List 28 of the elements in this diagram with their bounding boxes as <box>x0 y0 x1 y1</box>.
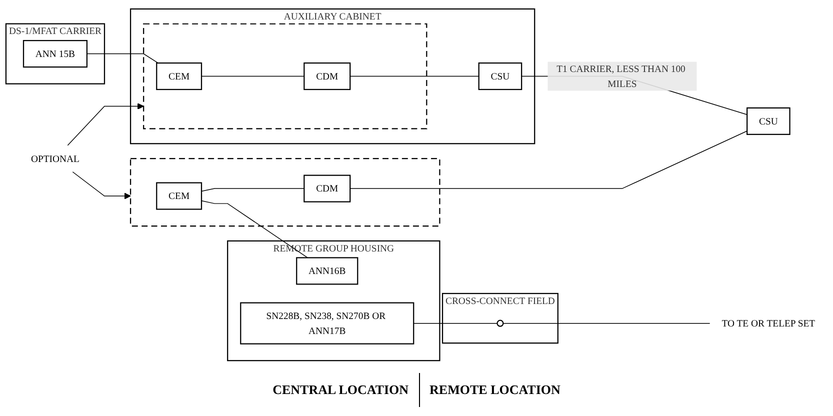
connector <box>350 130 748 190</box>
cluster <box>130 158 440 227</box>
node-box: CSU <box>746 108 790 136</box>
location-label: CENTRAL LOCATION <box>272 382 409 398</box>
cluster: CROSS-CONNECT FIELD <box>442 293 558 344</box>
connector <box>201 200 308 258</box>
node-box: ANN16B <box>296 257 358 285</box>
connector <box>502 323 710 324</box>
node-box: CEM <box>156 182 202 210</box>
location-label: REMOTE LOCATION <box>430 382 560 398</box>
node-text: TO TE OR TELEP SET <box>722 318 816 329</box>
connector <box>201 76 305 77</box>
connector <box>350 76 480 77</box>
connector <box>413 323 498 324</box>
node-box: CDM <box>304 174 351 203</box>
node-text: OPTIONAL <box>31 153 80 164</box>
node-box: ANN 15B <box>22 40 88 68</box>
connector <box>201 188 305 192</box>
node-box: CEM <box>156 62 202 90</box>
cluster <box>143 24 428 130</box>
node-box: CSU <box>478 62 522 90</box>
node-circle <box>496 320 504 328</box>
arrow <box>72 172 131 200</box>
node-box: SN228B, SN238, SN270B OR ANN17B <box>240 302 414 345</box>
connector <box>86 54 159 64</box>
edge-label: T1 CARRIER, LESS THAN 100 MILES <box>556 63 686 90</box>
node-box: CDM <box>304 62 351 90</box>
arrow <box>67 103 144 146</box>
